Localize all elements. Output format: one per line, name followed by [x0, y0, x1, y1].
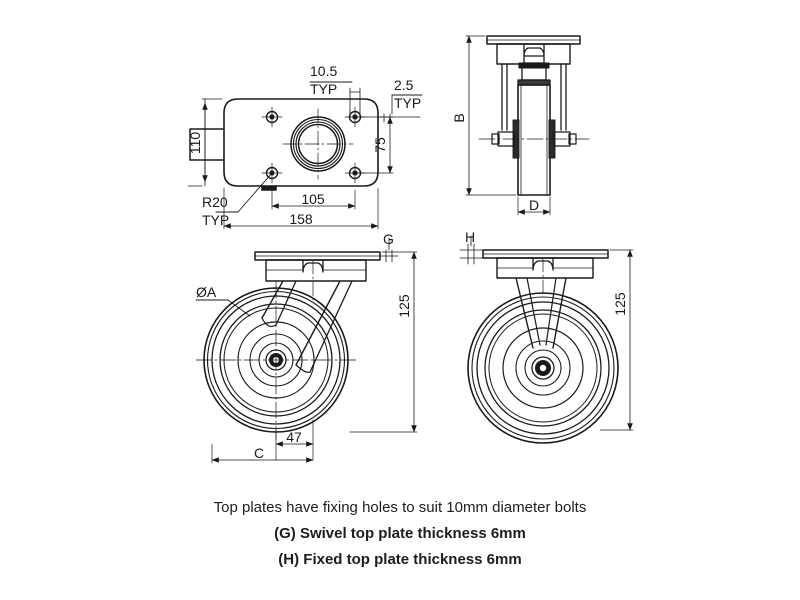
dim-label-hole-centres-vertical: 75	[372, 137, 388, 153]
dim-label-swivel-offset: 47	[286, 429, 302, 445]
dim-label-corner-radius-typ: TYP	[202, 212, 229, 228]
dim-label-hole-spacing: 10.5	[310, 63, 337, 79]
dim-label-hole-spacing-typ: TYP	[310, 81, 337, 97]
dim-label-plate-width: 110	[187, 132, 203, 155]
view-fixed-front	[465, 35, 590, 216]
note-line-fixing-holes: Top plates have fixing holes to suit 10m…	[213, 499, 587, 516]
note-line-swivel-thickness: (G) Swivel top plate thickness 6mm	[274, 525, 526, 542]
dim-label-edge-offset: 2.5	[394, 77, 414, 93]
dim-label-overall-height-b: B	[451, 113, 467, 122]
dim-label-fixed-overall-height: 125	[612, 292, 628, 316]
note-line-fixed-thickness: (H) Fixed top plate thickness 6mm	[278, 551, 522, 568]
dim-label-swivel-radius-c: C	[254, 445, 264, 461]
notes-block: Top plates have fixing holes to suit 10m…	[0, 495, 800, 573]
dim-label-edge-offset-typ: TYP	[394, 95, 421, 111]
dim-label-plate-thickness-h: H	[465, 229, 475, 245]
dim-label-hole-centres-horizontal: 105	[301, 191, 325, 207]
dim-label-corner-radius: R20	[202, 194, 228, 210]
view-swivel-side	[195, 237, 418, 464]
dim-label-wheel-diameter: ØA	[196, 284, 217, 300]
dim-label-plate-thickness-g: G	[383, 231, 394, 247]
dim-label-plate-length: 158	[289, 211, 313, 227]
view-fixed-side	[459, 235, 634, 444]
dim-label-wheel-width-d: D	[529, 197, 539, 213]
dim-label-swivel-overall-height: 125	[396, 294, 412, 318]
view-top-plate	[187, 81, 423, 230]
